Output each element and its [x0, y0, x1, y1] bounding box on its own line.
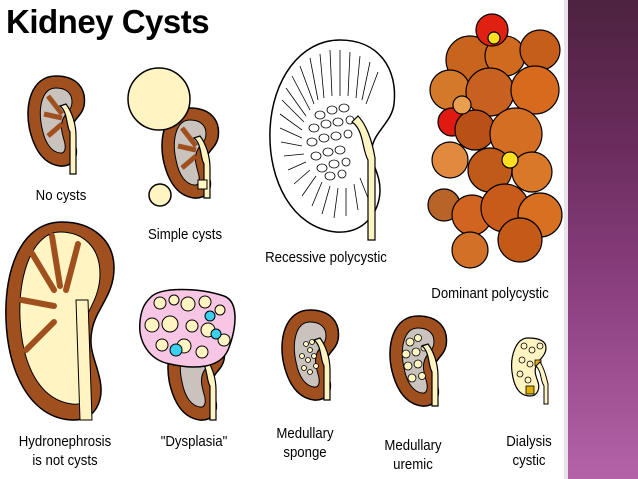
label-hydronephrosis-line2: is not cysts	[8, 451, 122, 470]
label-dialysis-cystic-line2: cystic	[495, 451, 564, 470]
kidney-hydronephrosis	[6, 222, 114, 420]
label-medullary-uremic-line1: Medullary	[375, 436, 451, 455]
large-cyst-icon	[128, 68, 190, 130]
kidney-simple-cysts	[128, 68, 218, 206]
label-medullary-sponge-line1: Medullary	[267, 424, 343, 443]
kidney-no-cysts	[28, 76, 85, 174]
label-dialysis-cystic: Dialysis cystic	[495, 432, 564, 470]
label-recessive-polycystic: Recessive polycystic	[250, 248, 401, 267]
kidney-dialysis-cystic	[512, 338, 548, 404]
label-medullary-uremic: Medullary uremic	[375, 436, 451, 474]
kidney-dysplasia	[140, 290, 235, 421]
label-simple-cysts: Simple cysts	[140, 225, 230, 244]
kidney-medullary-sponge	[282, 310, 339, 400]
label-dominant-polycystic: Dominant polycystic	[420, 284, 561, 303]
kidney-recessive-polycystic	[270, 40, 395, 240]
label-medullary-uremic-line2: uremic	[375, 455, 451, 474]
label-medullary-sponge-line2: sponge	[267, 443, 343, 462]
kidney-medullary-uremic	[390, 316, 447, 406]
label-hydronephrosis: Hydronephrosis is not cysts	[8, 432, 122, 470]
kidney-dominant-polycystic	[428, 14, 562, 268]
label-dysplasia: "Dysplasia"	[152, 432, 236, 451]
label-no-cysts: No cysts	[30, 186, 92, 205]
label-dialysis-cystic-line1: Dialysis	[495, 432, 564, 451]
label-hydronephrosis-line1: Hydronephrosis	[8, 432, 122, 451]
label-medullary-sponge: Medullary sponge	[267, 424, 343, 462]
